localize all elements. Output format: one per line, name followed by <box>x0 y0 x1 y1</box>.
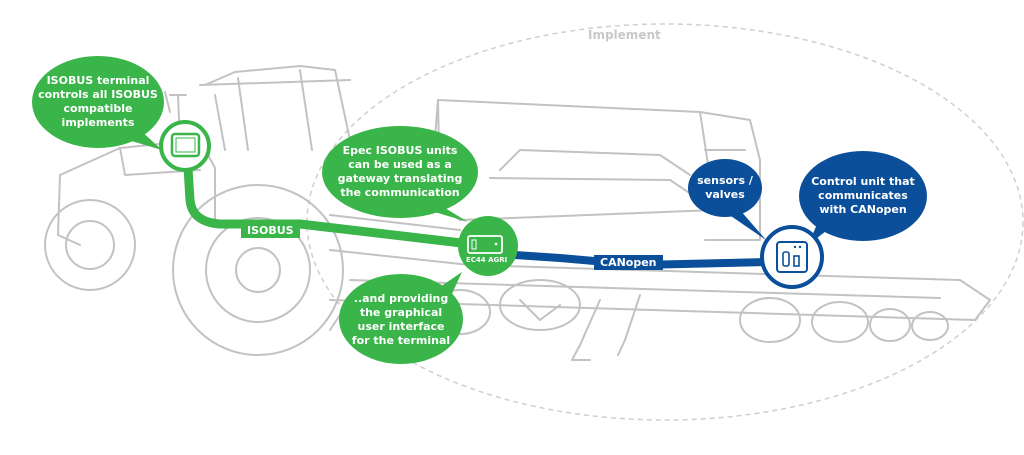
blue-bubbles <box>688 151 927 245</box>
sensors-bubble-text: sensors / valves <box>697 174 753 201</box>
ec44-agri-device <box>458 216 518 276</box>
green-bubbles <box>32 56 478 364</box>
control-unit-bubble-text: Control unit that communicates with CANo… <box>811 175 915 216</box>
isobus-link <box>183 163 475 249</box>
ec44-agri-label: EC44 AGRI <box>466 256 508 264</box>
isobus-terminal-device <box>159 120 211 172</box>
terminal-bubble-text: ISOBUS terminal controls all ISOBUS comp… <box>38 74 158 129</box>
gui-bubble-text: ..and providing the graphical user inter… <box>351 292 451 347</box>
implement-label: Implement <box>588 28 661 42</box>
canopen-control-unit <box>760 225 824 289</box>
canopen-tag: CANopen <box>594 255 663 270</box>
isobus-tag: ISOBUS <box>241 223 300 238</box>
gateway-bubble-text: Epec ISOBUS units can be used as a gatew… <box>337 144 463 199</box>
